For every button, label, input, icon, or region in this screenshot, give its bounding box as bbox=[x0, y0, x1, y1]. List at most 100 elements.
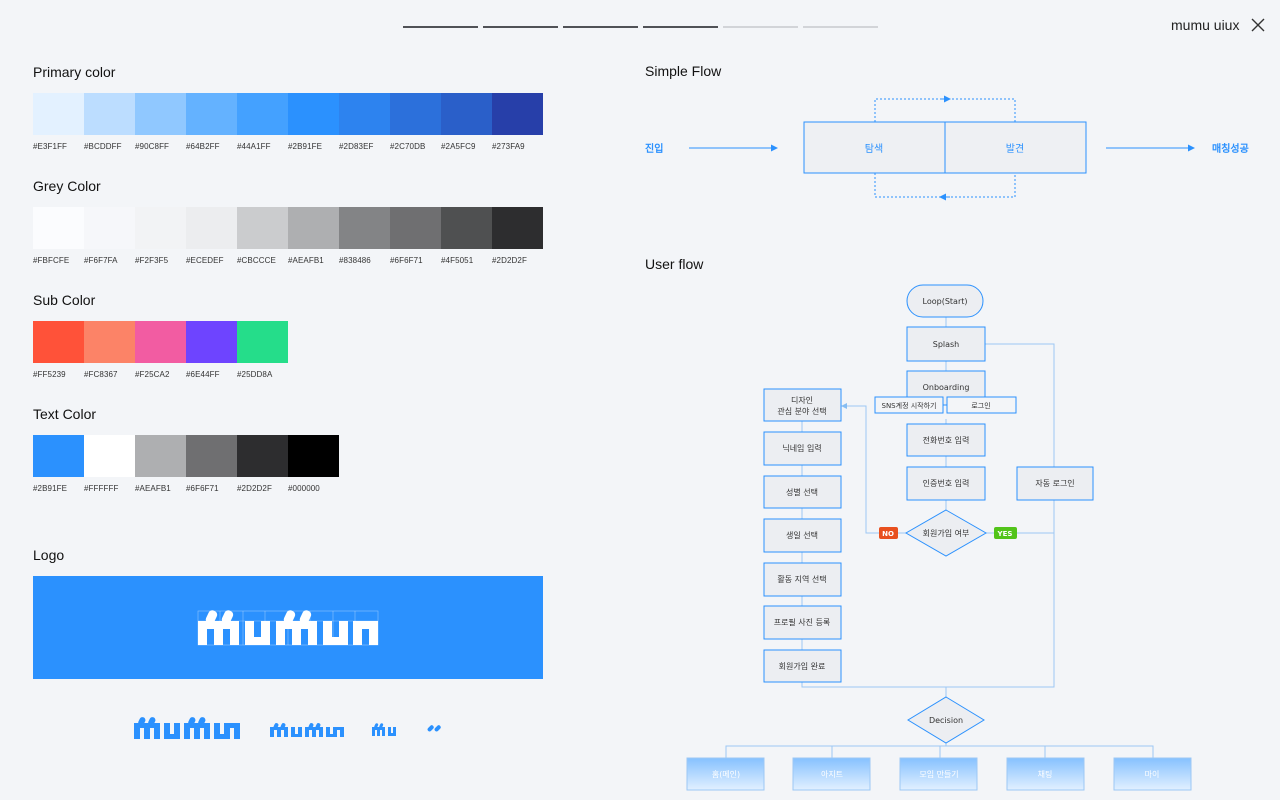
top-bar: mumu uiux bbox=[0, 0, 1280, 50]
color-swatch: #2B91FE bbox=[288, 93, 339, 151]
node-auto-login bbox=[1016, 466, 1094, 501]
progress-indicator bbox=[403, 26, 878, 28]
node-splash-label: Splash bbox=[933, 340, 960, 349]
tab-agit bbox=[792, 757, 871, 791]
node-auto-login-label: 자동 로그인 bbox=[1035, 478, 1074, 488]
color-swatch: #64B2FF bbox=[186, 93, 237, 151]
color-swatch: #6F6F71 bbox=[186, 435, 237, 493]
color-chip bbox=[237, 93, 288, 135]
logo-variants bbox=[130, 715, 460, 745]
color-hex-label: #2B91FE bbox=[288, 142, 323, 151]
tab-home bbox=[686, 757, 765, 791]
node-start-label: Loop(Start) bbox=[923, 297, 968, 306]
grey-swatches: #FBFCFE#F6F7FA#F2F3F5#ECEDEF#CBCCCE#AEAF… bbox=[33, 207, 543, 265]
color-swatch: #F6F7FA bbox=[84, 207, 135, 265]
color-hex-label: #F25CA2 bbox=[135, 370, 170, 379]
color-hex-label: #6F6F71 bbox=[390, 256, 423, 265]
color-chip bbox=[237, 435, 288, 477]
color-chip bbox=[84, 93, 135, 135]
color-chip bbox=[186, 93, 237, 135]
color-chip bbox=[84, 435, 135, 477]
color-hex-label: #2A5FC9 bbox=[441, 142, 476, 151]
primary-swatches: #E3F1FF #BCDDFF#90C8FF#64B2FF#44A1FF #2B91… bbox=[33, 93, 543, 151]
color-hex-label: #25DD8A bbox=[237, 370, 273, 379]
node-nickname-label: 닉네임 입력 bbox=[782, 443, 821, 453]
progress-segment bbox=[803, 26, 878, 28]
color-swatch: #000000 bbox=[288, 435, 339, 493]
user-flow-connectors bbox=[725, 317, 1154, 758]
tab-create-meeting bbox=[899, 757, 978, 791]
logo-banner bbox=[33, 576, 543, 679]
progress-segment bbox=[483, 26, 558, 28]
logo-mark-mini bbox=[372, 723, 396, 736]
logo-symbol bbox=[427, 725, 441, 732]
color-chip bbox=[33, 321, 84, 363]
color-hex-label: #F2F3F5 bbox=[135, 256, 169, 265]
node-region bbox=[763, 562, 842, 597]
node-phone-input-label: 전화번호 입력 bbox=[923, 435, 970, 445]
color-chip bbox=[390, 207, 441, 249]
color-hex-label: #44A1FF bbox=[237, 142, 271, 151]
progress-segment bbox=[643, 26, 718, 28]
color-swatch: #F25CA2 bbox=[135, 321, 186, 379]
node-verify-input-label: 인증번호 입력 bbox=[923, 478, 970, 488]
color-hex-label: #CBCCCE bbox=[237, 256, 276, 265]
close-icon[interactable] bbox=[1250, 17, 1266, 33]
text-swatches: #2B91FE#FFFFFF #AEAFB1 #6F6F71#2D2D2F #0000… bbox=[33, 435, 339, 493]
tab-my bbox=[1113, 757, 1192, 791]
color-hex-label: #000000 bbox=[288, 484, 320, 493]
node-signup-complete-label: 회원가입 완료 bbox=[779, 662, 826, 671]
sub-color-title: Sub Color bbox=[33, 292, 96, 308]
color-swatch: #2D83EF bbox=[339, 93, 390, 151]
node-onboarding-label: Onboarding bbox=[923, 383, 970, 392]
color-hex-label: #FBFCFE bbox=[33, 256, 70, 265]
color-chip bbox=[339, 93, 390, 135]
color-swatch: #44A1FF bbox=[237, 93, 288, 151]
color-swatch: #2A5FC9 bbox=[441, 93, 492, 151]
color-chip bbox=[390, 93, 441, 135]
node-login bbox=[946, 396, 1017, 414]
color-swatch: #AEAFB1 bbox=[135, 435, 186, 493]
color-swatch: #90C8FF bbox=[135, 93, 186, 151]
node-sns-start bbox=[874, 396, 944, 414]
color-hex-label: #AEAFB1 bbox=[135, 484, 171, 493]
node-birthday bbox=[763, 518, 842, 553]
color-hex-label: #2C70DB bbox=[390, 142, 426, 151]
node-verify-input bbox=[906, 466, 986, 501]
node-gender-label: 성별 선택 bbox=[786, 487, 818, 497]
logo-mark-medium bbox=[134, 717, 240, 739]
tab-chat-label: 채팅 bbox=[1038, 769, 1053, 779]
color-swatch: #BCDDFF bbox=[84, 93, 135, 151]
flow-loop-top bbox=[874, 98, 1016, 122]
color-hex-label: #2D83EF bbox=[339, 142, 374, 151]
color-swatch: #2B91FE bbox=[33, 435, 84, 493]
node-splash bbox=[906, 326, 986, 362]
color-chip bbox=[288, 435, 339, 477]
color-chip bbox=[33, 93, 84, 135]
color-swatch: #F2F3F5 bbox=[135, 207, 186, 265]
node-interest-label-2: 관심 분야 선택 bbox=[777, 406, 826, 416]
color-chip bbox=[186, 321, 237, 363]
node-gender bbox=[763, 475, 842, 509]
node-birthday-label: 생일 선택 bbox=[786, 530, 818, 540]
progress-segment bbox=[563, 26, 638, 28]
flow-discover-label: 발견 bbox=[1006, 143, 1024, 155]
color-chip bbox=[135, 207, 186, 249]
color-hex-label: #273FA9 bbox=[492, 142, 525, 151]
color-swatch: #25DD8A bbox=[237, 321, 288, 379]
color-swatch: #6F6F71 bbox=[390, 207, 441, 265]
color-hex-label: #FFFFFF bbox=[84, 484, 119, 493]
app-title: mumu uiux bbox=[1171, 17, 1240, 33]
color-swatch: #FFFFFF bbox=[84, 435, 135, 493]
user-flow-title: User flow bbox=[645, 256, 704, 272]
color-hex-label: #E3F1FF bbox=[33, 142, 68, 151]
color-hex-label: #ECEDEF bbox=[186, 256, 224, 265]
color-hex-label: #2D2D2F bbox=[237, 484, 272, 493]
flow-box-discover bbox=[944, 121, 1087, 174]
color-chip bbox=[186, 207, 237, 249]
logo-mark-large bbox=[197, 610, 379, 646]
simple-flow-title: Simple Flow bbox=[645, 63, 722, 79]
node-signup-check-label: 회원가입 여부 bbox=[923, 528, 970, 538]
color-chip bbox=[135, 93, 186, 135]
color-chip bbox=[441, 207, 492, 249]
